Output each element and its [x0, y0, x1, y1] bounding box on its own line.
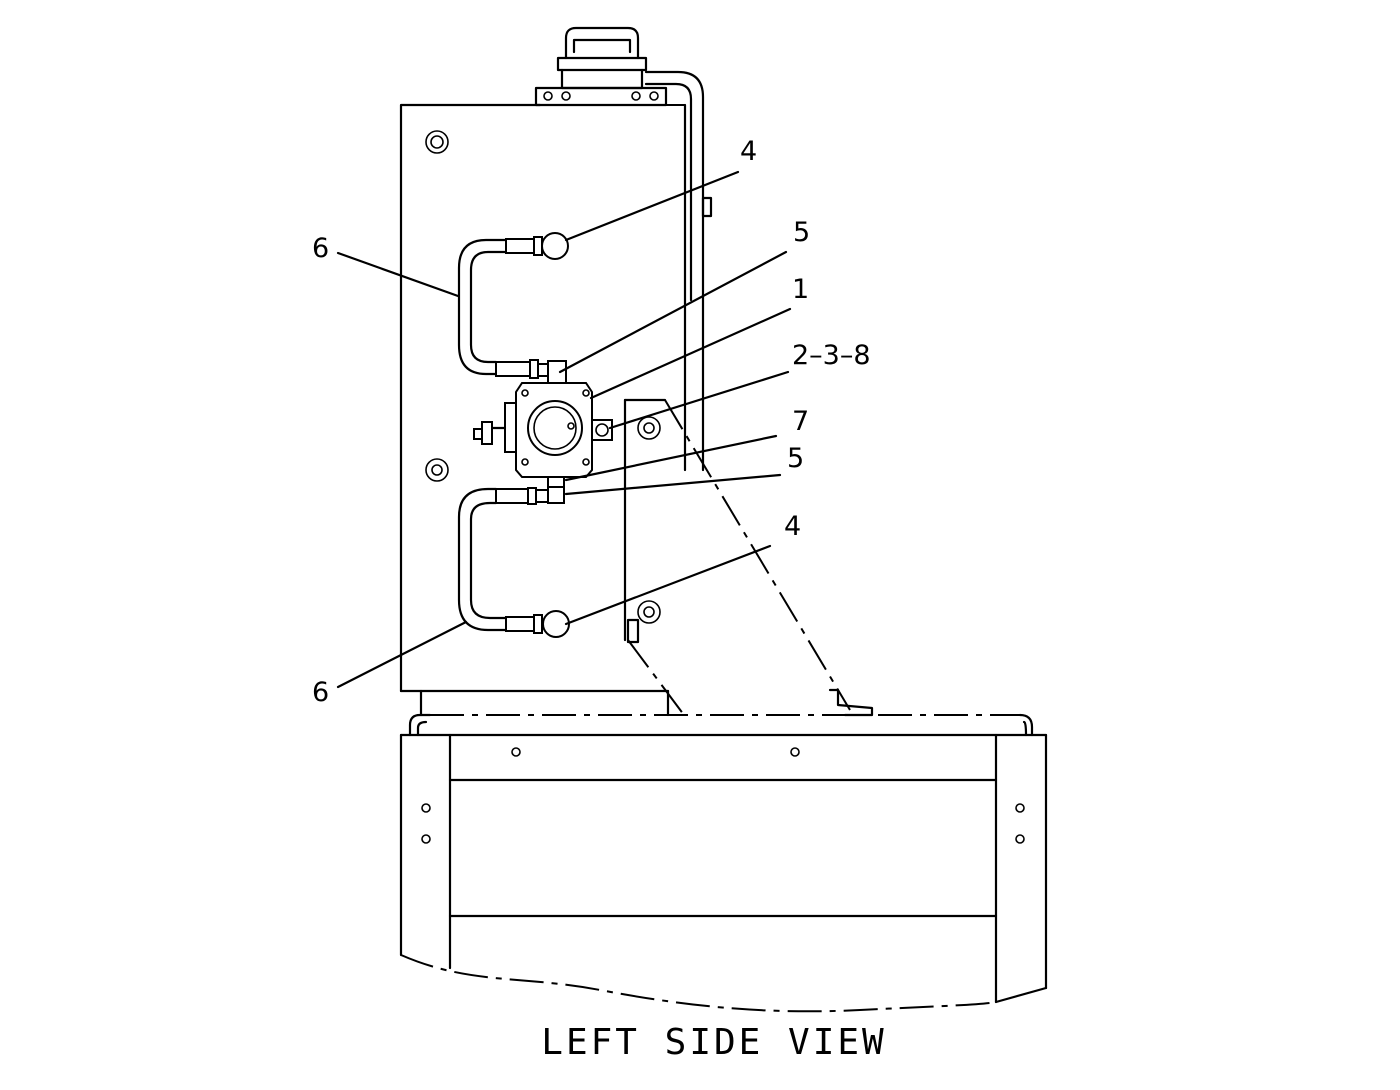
callout-4-bottom: 4 — [784, 511, 801, 542]
bracket-bolt-top — [637, 416, 661, 440]
tank-bolt-top — [425, 130, 449, 154]
tank-bolt-middle — [425, 458, 449, 482]
mounting-bracket — [623, 398, 874, 717]
filter-unit — [473, 382, 613, 478]
callout-6-top: 6 — [312, 233, 329, 264]
callout-7: 7 — [792, 406, 809, 437]
base-frame — [399, 713, 1048, 1013]
vent-tube — [644, 70, 713, 472]
callout-labels: 4 5 1 2–3–8 7 5 4 6 6 — [312, 136, 871, 708]
callout-6-bottom: 6 — [312, 677, 329, 708]
callout-4-top: 4 — [740, 136, 757, 167]
leader-lines — [336, 170, 792, 689]
upper-hose — [457, 232, 569, 384]
callout-5-bottom: 5 — [787, 443, 804, 474]
lower-hose — [457, 476, 570, 638]
filler-cap — [534, 26, 668, 107]
callout-1: 1 — [792, 274, 809, 305]
callout-2-3-8: 2–3–8 — [792, 340, 871, 371]
view-title: LEFT SIDE VIEW — [541, 1022, 886, 1063]
bracket-bolt-bottom — [637, 600, 661, 624]
callout-5-top: 5 — [793, 217, 810, 248]
